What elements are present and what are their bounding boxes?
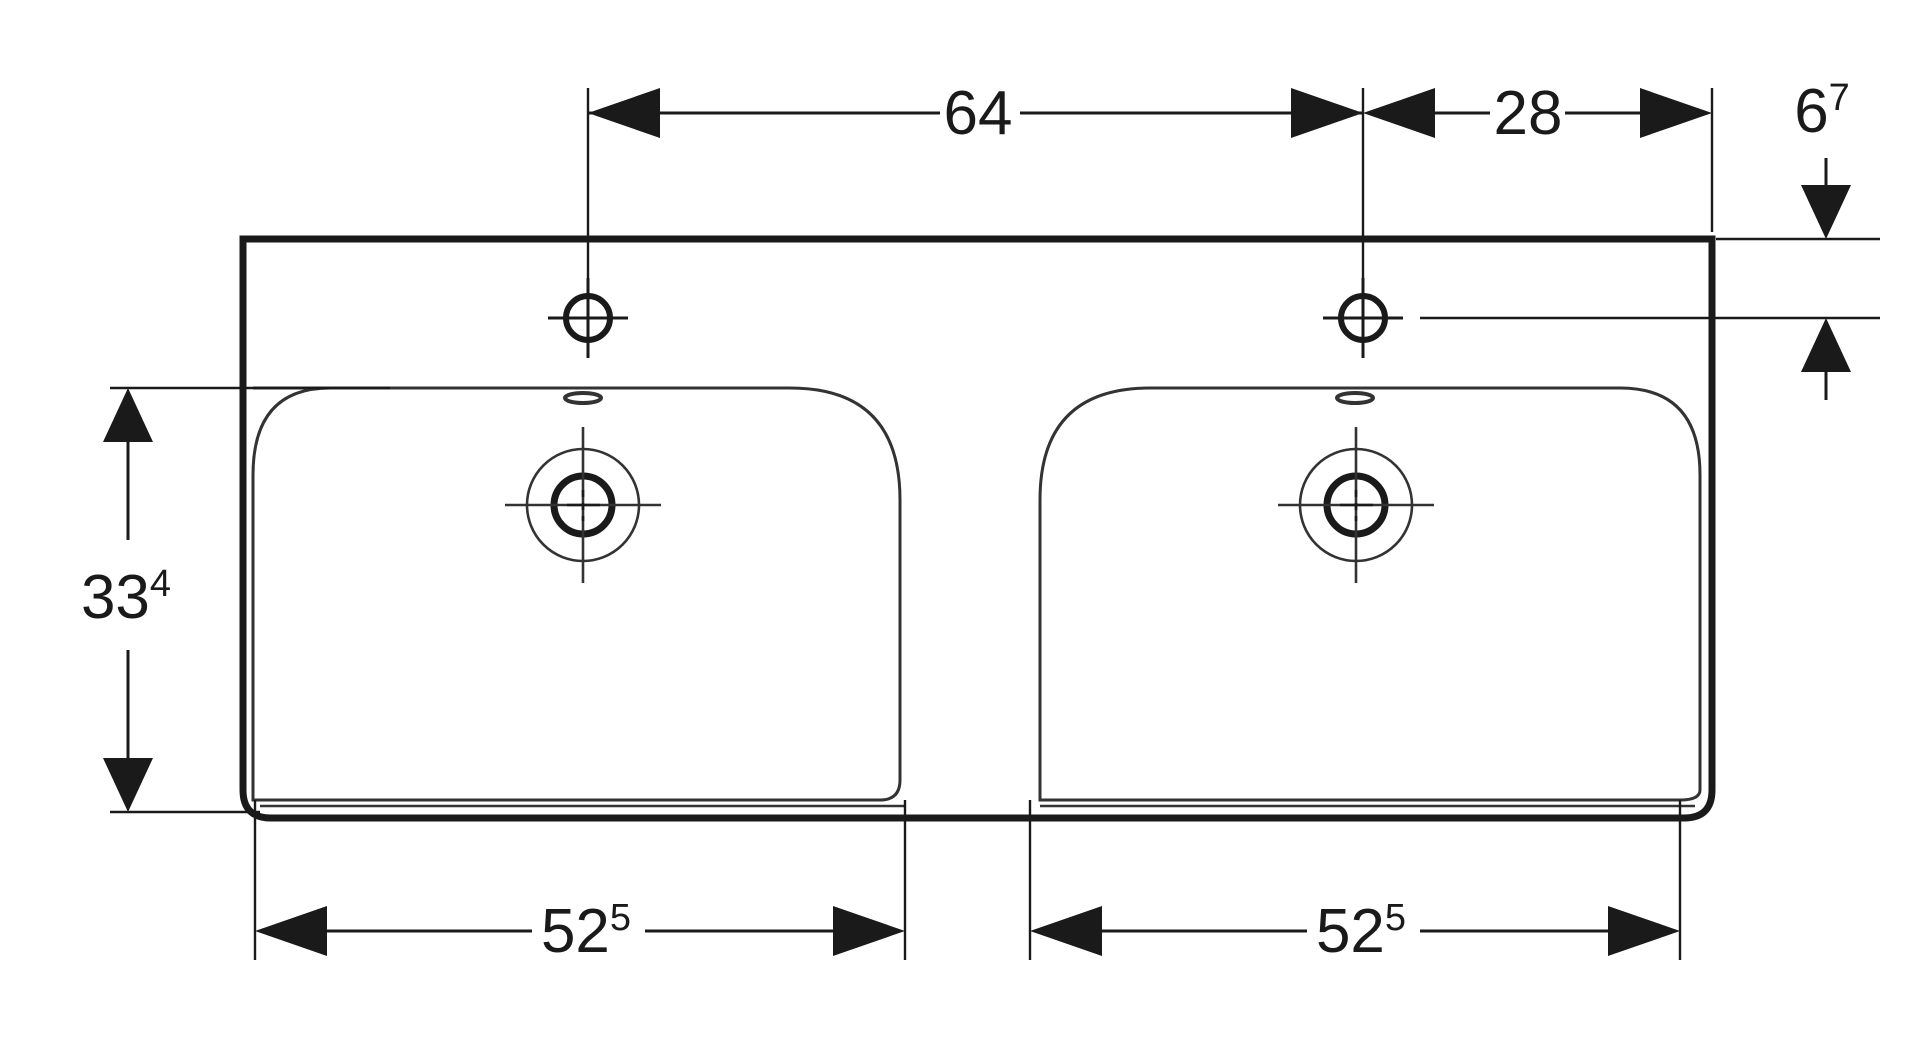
dimension-33-4: 334 [81, 388, 171, 812]
dimension-52-5-left: 525 [255, 897, 905, 966]
dimension-6-7: 67 [1794, 77, 1851, 400]
countertop-outline [239, 235, 1716, 822]
dimension-64: 64 [588, 79, 1363, 148]
dimension-28: 28 [1363, 79, 1712, 148]
basin-right-outline [1038, 386, 1702, 808]
dimension-label-28: 28 [1494, 79, 1563, 148]
drain-left [505, 427, 661, 583]
drain-right [1278, 427, 1434, 583]
overflow-left [563, 391, 603, 405]
dimension-label-33-4: 334 [81, 563, 171, 632]
dimension-label-6-7: 67 [1794, 77, 1850, 146]
dimension-label-52-5-right: 525 [1316, 897, 1406, 966]
overflow-right [1335, 391, 1375, 405]
extension-lines [110, 88, 1880, 960]
dimension-52-5-right: 525 [1030, 897, 1680, 966]
dimension-label-52-5-left: 525 [541, 897, 631, 966]
dimension-label-64: 64 [944, 79, 1013, 148]
basin-left-outline [251, 386, 905, 808]
